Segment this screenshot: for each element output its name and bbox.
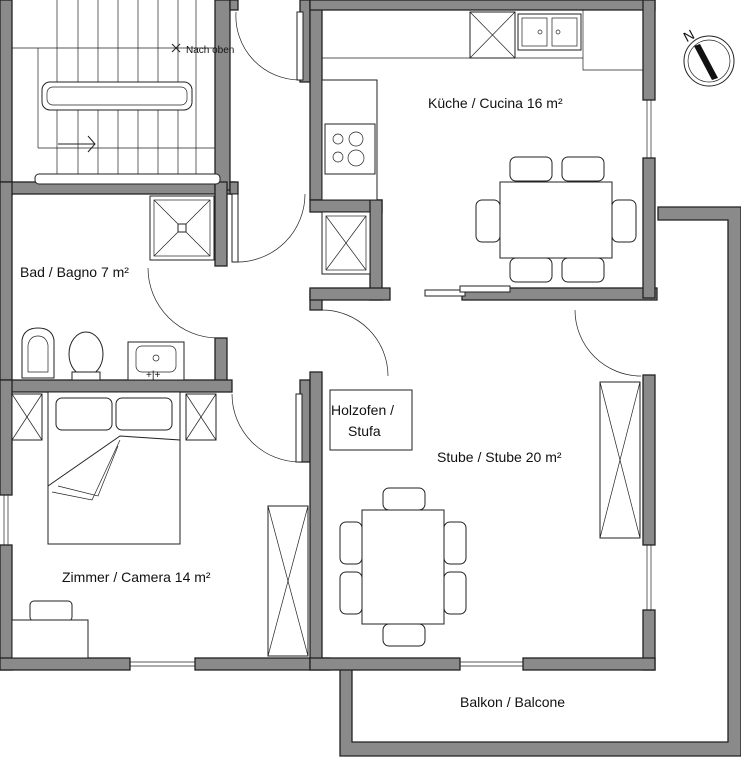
stove-label-line1: Holzofen / [331, 402, 394, 418]
stairs-direction-label: Nach oben [186, 45, 234, 56]
walls [0, 0, 658, 671]
room-label-kitchen: Küche / Cucina 16 m² [428, 95, 563, 111]
room-label-bedroom: Zimmer / Camera 14 m² [62, 569, 211, 585]
compass-needle-icon [694, 44, 718, 80]
room-label-balcony: Balkon / Balcone [460, 694, 565, 710]
svg-text:+|+: +|+ [146, 370, 160, 381]
doors [147, 11, 642, 463]
room-label-bath: Bad / Bagno 7 m² [20, 264, 129, 280]
wood-stove [329, 389, 413, 451]
bedroom-fixtures [11, 391, 309, 659]
living-fixtures: Holzofen / Stufa [329, 381, 641, 647]
stove-label-line2: Stufa [348, 423, 381, 439]
room-label-living: Stube / Stube 20 m² [437, 449, 562, 465]
staircase: Nach oben [12, 0, 234, 185]
windows [3, 100, 652, 667]
balcony [339, 206, 741, 757]
bathroom-fixtures: +|+ [21, 195, 215, 381]
kitchen-fixtures [321, 10, 643, 283]
compass: N [680, 26, 735, 87]
